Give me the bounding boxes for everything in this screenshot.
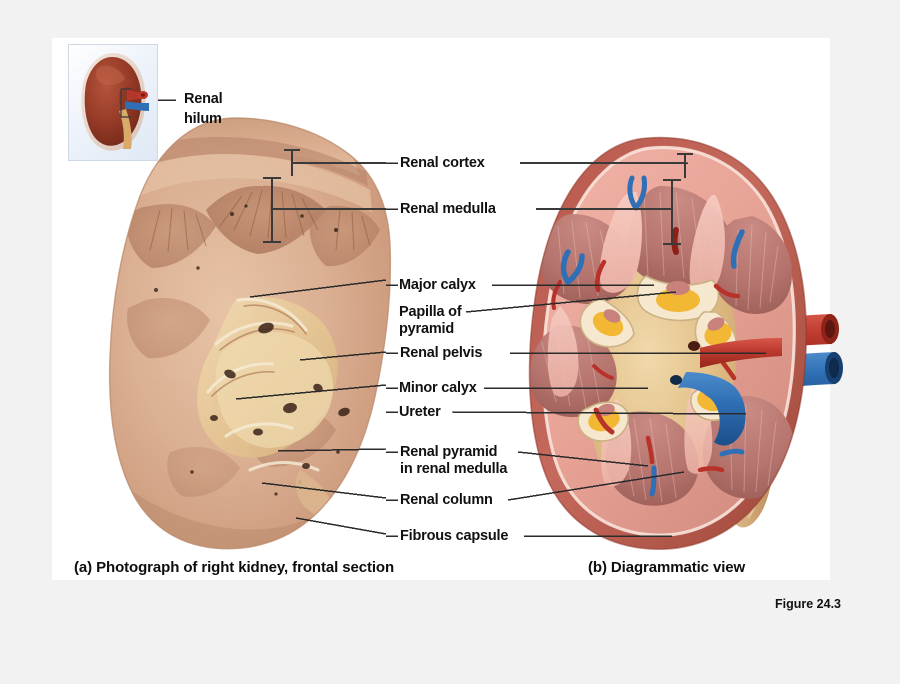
leader-fibrous-capsule-photo: [295, 517, 387, 535]
caption-panel-b: (b) Diagrammatic view: [588, 559, 746, 576]
label-renal-pelvis: Renal pelvis: [400, 345, 483, 361]
figure-number: Figure 24.3: [775, 597, 841, 611]
leader-papilla-right: [465, 291, 677, 313]
label-papilla-line2: pyramid: [399, 321, 455, 337]
label-renal-column: Renal column: [400, 492, 493, 508]
label-renal-medulla: Renal medulla: [400, 201, 496, 217]
leader-renal-pelvis-photo: [299, 351, 387, 361]
leader-renal-pyramid-right: [517, 451, 649, 467]
bracket-photo-medulla: [263, 177, 386, 243]
label-papilla-line1: Papilla of: [399, 304, 462, 320]
caption-panel-a: (a) Photograph of right kidney, frontal …: [74, 559, 395, 576]
label-renal-hilum-line1: Renal: [184, 91, 223, 107]
label-renal-pyramid-line2: in renal medulla: [400, 461, 508, 477]
bracket-diagram-medulla: [536, 179, 681, 245]
renal-hilum-inset: [68, 44, 158, 161]
label-fibrous-capsule: Fibrous capsule: [400, 528, 509, 544]
label-minor-calyx: Minor calyx: [399, 380, 477, 396]
leader-major-calyx-photo: [249, 279, 387, 298]
inset-kidney-svg: [81, 53, 149, 151]
bracket-diagram-cortex: [520, 153, 693, 178]
leader-ureter-right: [451, 411, 747, 415]
label-major-calyx: Major calyx: [399, 277, 476, 293]
leader-minor-calyx-photo: [235, 384, 387, 400]
bracket-photo-cortex: [284, 149, 386, 176]
label-renal-cortex: Renal cortex: [400, 155, 485, 171]
photo-kidney-body: [109, 118, 391, 549]
label-renal-pyramid-line1: Renal pyramid: [400, 444, 498, 460]
leader-renal-pyramid-photo: [277, 448, 387, 452]
label-renal-hilum-line2: hilum: [184, 111, 222, 127]
leader-renal-column-right: [507, 471, 685, 501]
label-ureter: Ureter: [399, 404, 441, 420]
leader-renal-column-photo: [261, 482, 387, 499]
